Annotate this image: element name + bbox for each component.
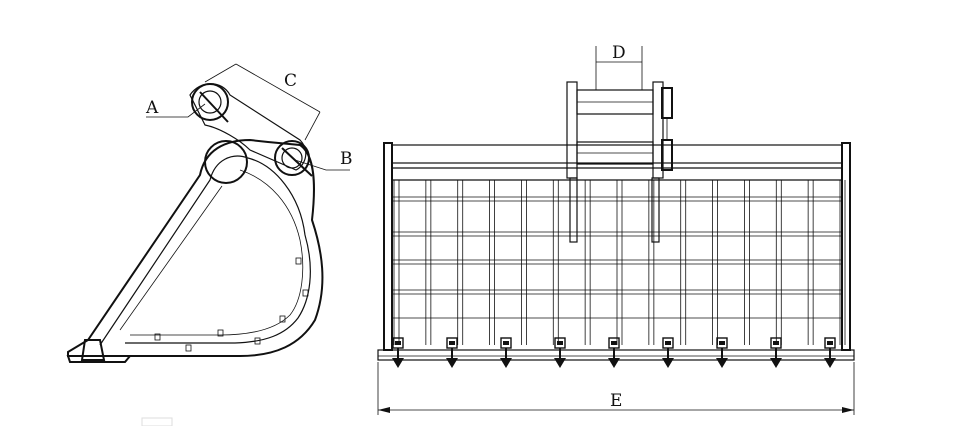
- leader-a: [146, 103, 206, 118]
- tooth: [554, 337, 566, 368]
- tooth: [662, 337, 674, 368]
- teeth: [392, 337, 836, 368]
- pin-boss-b: [274, 140, 310, 176]
- dimension-c-ext-a: [204, 63, 237, 83]
- tooth: [716, 337, 728, 368]
- label-a: A: [145, 98, 159, 118]
- dimension-e-arrow-right: [842, 407, 854, 413]
- tooth: [824, 337, 836, 368]
- tooth: [608, 337, 620, 368]
- bucket-outer-profile: [67, 138, 324, 357]
- tooth: [446, 337, 458, 368]
- label-b: B: [340, 149, 353, 169]
- side-tooth: [66, 339, 133, 363]
- pin-a: [198, 90, 222, 114]
- label-c: C: [284, 71, 297, 91]
- front-view: D E: [377, 43, 855, 415]
- wear-pads: [154, 257, 309, 352]
- pin-boss-a: [191, 83, 229, 121]
- side-view: C A B: [66, 63, 353, 363]
- left-side-plate: [383, 142, 393, 351]
- bucket-inner-profile: [99, 155, 311, 346]
- dimension-c-line: [235, 63, 321, 113]
- mount-bracket: D: [566, 43, 673, 243]
- tooth: [500, 337, 512, 368]
- dimension-c-ext-b: [304, 111, 321, 141]
- label-e: E: [610, 391, 622, 411]
- pin-b: [281, 147, 303, 169]
- bracket-right-leg: [651, 177, 660, 243]
- tooth: [392, 337, 404, 368]
- vertical-bars: [393, 180, 846, 345]
- bracket-left-leg: [569, 177, 578, 243]
- hinge-boss: [204, 140, 248, 184]
- bucket-liner: [119, 169, 304, 336]
- pin-a-retainer: [199, 91, 229, 123]
- right-side-plate: [841, 142, 851, 351]
- leader-b: [294, 159, 350, 171]
- pin-b-retainer: [281, 147, 313, 177]
- dimension-e-arrow-left: [378, 407, 390, 413]
- label-d: D: [612, 43, 626, 63]
- tooth: [770, 337, 782, 368]
- scan-artifact: [141, 417, 173, 426]
- top-beam: [391, 144, 843, 164]
- bracket-left-ear: [566, 81, 578, 179]
